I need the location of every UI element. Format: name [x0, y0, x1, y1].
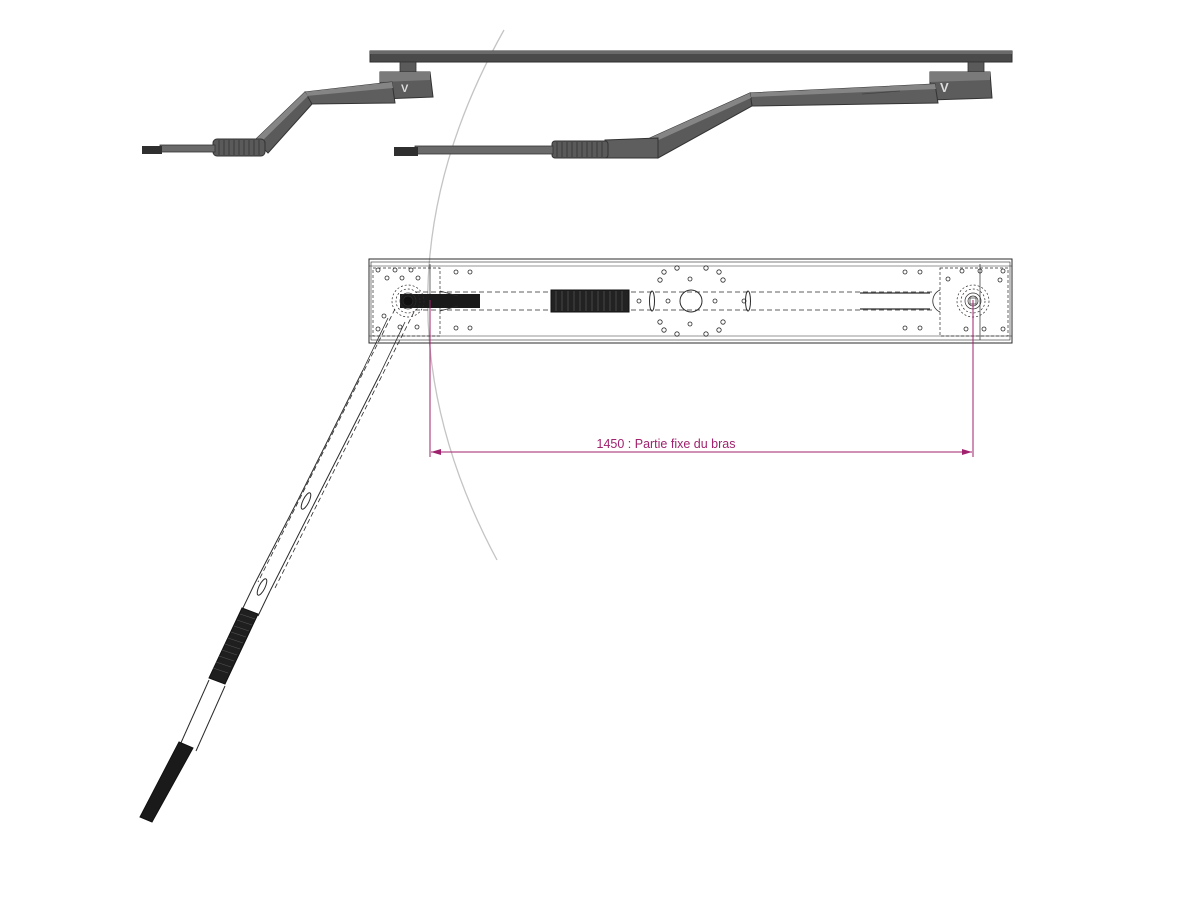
brand-logo-left: V [401, 83, 409, 95]
dimension-fixed-arm [429, 300, 974, 457]
knurl-sleeve-right [551, 140, 609, 159]
arrow-right [962, 449, 972, 455]
arm-retracted: V [142, 61, 434, 157]
fixing-holes [375, 265, 1006, 337]
arrow-left [431, 449, 441, 455]
pivot-left [391, 284, 425, 318]
arm-plan-swung [139, 308, 415, 823]
plan-view [139, 258, 1013, 823]
brand-logo-right: V [940, 80, 949, 95]
central-pivot-boss [679, 289, 703, 313]
rail-outline [368, 258, 1013, 344]
arm-extended: V [394, 61, 993, 159]
elevation-view: V V [142, 50, 1013, 159]
dimension-label: 1450 : Partie fixe du bras [597, 437, 736, 451]
arm-plan-horizontal [400, 289, 941, 313]
